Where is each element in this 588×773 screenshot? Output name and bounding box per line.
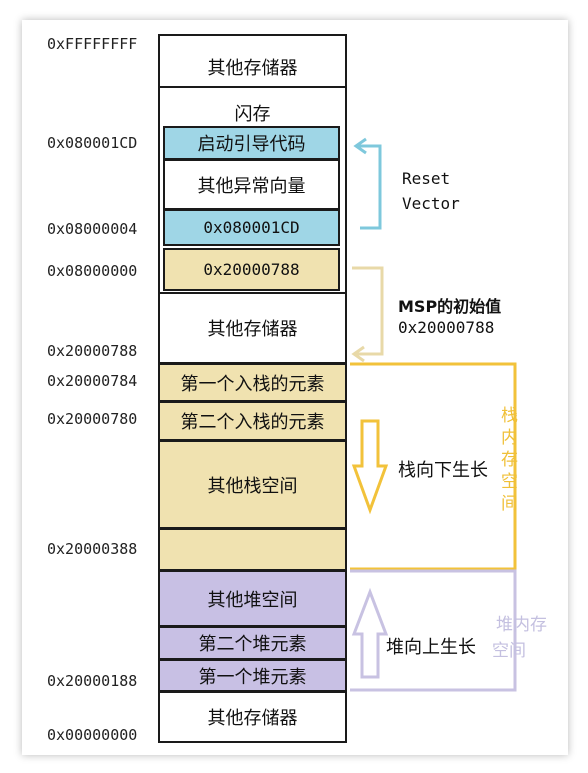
- other-stack-cell: 其他栈空间: [158, 440, 347, 529]
- reset-vector-cell: 0x080001CD: [163, 209, 340, 246]
- boot-code-label: 启动引导代码: [197, 134, 306, 155]
- reset-label-line1: Reset: [402, 169, 451, 188]
- addr-20000784: 0x20000784: [47, 372, 138, 390]
- reset-vector-arrow: [358, 144, 382, 230]
- stack-vchar: 栈: [501, 406, 518, 426]
- msp-value-cell: 0x20000788: [163, 248, 340, 291]
- other-storage-mid-label: 其他存储器: [207, 319, 298, 340]
- other-exception-label: 其他异常向量: [197, 175, 306, 197]
- other-heap-label: 其他堆空间: [207, 589, 298, 611]
- stack-grow-label: 栈向下生长: [398, 460, 488, 481]
- msp-arrow: [352, 266, 384, 356]
- other-storage-bottom-label: 其他存储器: [207, 708, 298, 729]
- stack-bracket: [350, 362, 517, 571]
- second-push-cell: 第二个入栈的元素: [158, 401, 347, 441]
- stack-vchar: 间: [501, 494, 518, 514]
- addr-08000000: 0x08000000: [47, 262, 138, 280]
- reset-vector-arrowhead: [353, 137, 367, 155]
- other-stack-label: 其他栈空间: [207, 475, 298, 497]
- second-heap-cell: 第二个堆元素: [158, 626, 347, 660]
- addr-20000188: 0x20000188: [47, 672, 138, 690]
- other-exception-cell: 其他异常向量: [163, 159, 340, 210]
- msp-label-line2: 0x20000788: [398, 318, 495, 337]
- second-heap-label: 第二个堆元素: [198, 634, 307, 655]
- first-push-label: 第一个入栈的元素: [180, 373, 325, 395]
- heap-grow-label: 堆向上生长: [386, 637, 476, 658]
- flash-label: 闪存: [234, 104, 271, 125]
- second-push-label: 第二个入栈的元素: [180, 412, 325, 433]
- stack-vchar: 空: [501, 472, 518, 492]
- addr-20000780: 0x20000780: [47, 410, 138, 428]
- stack-memory-vertical: 栈 内 存 空 间: [501, 405, 518, 515]
- msp-label-line1: MSP的初始值: [398, 297, 502, 316]
- other-storage-bottom: 其他存储器: [158, 691, 347, 743]
- heap-memory-label-line1: 堆内存: [496, 615, 547, 635]
- other-heap-cell: 其他堆空间: [158, 570, 347, 627]
- stack-vchar: 内: [501, 428, 518, 448]
- reset-vector-value: 0x080001CD: [203, 218, 300, 237]
- heap-bracket: [350, 569, 517, 692]
- reset-label-line2: Vector: [402, 194, 460, 213]
- addr-ffffffff: 0xFFFFFFFF: [47, 35, 138, 53]
- heap-up-arrow: [351, 587, 389, 679]
- addr-20000388: 0x20000388: [47, 540, 138, 558]
- addr-080001cd: 0x080001CD: [47, 134, 138, 152]
- addr-08000004: 0x08000004: [47, 220, 138, 238]
- first-heap-label: 第一个堆元素: [198, 666, 307, 688]
- addr-20000788: 0x20000788: [47, 342, 138, 360]
- msp-arrowhead: [351, 345, 365, 363]
- stack-vchar: 存: [501, 450, 518, 470]
- heap-memory-label-line2: 空间: [492, 641, 526, 661]
- msp-value: 0x20000788: [203, 260, 300, 279]
- stack-down-arrow: [351, 419, 389, 515]
- other-storage-top-label: 其他存储器: [207, 58, 298, 79]
- addr-00000000: 0x00000000: [47, 726, 138, 744]
